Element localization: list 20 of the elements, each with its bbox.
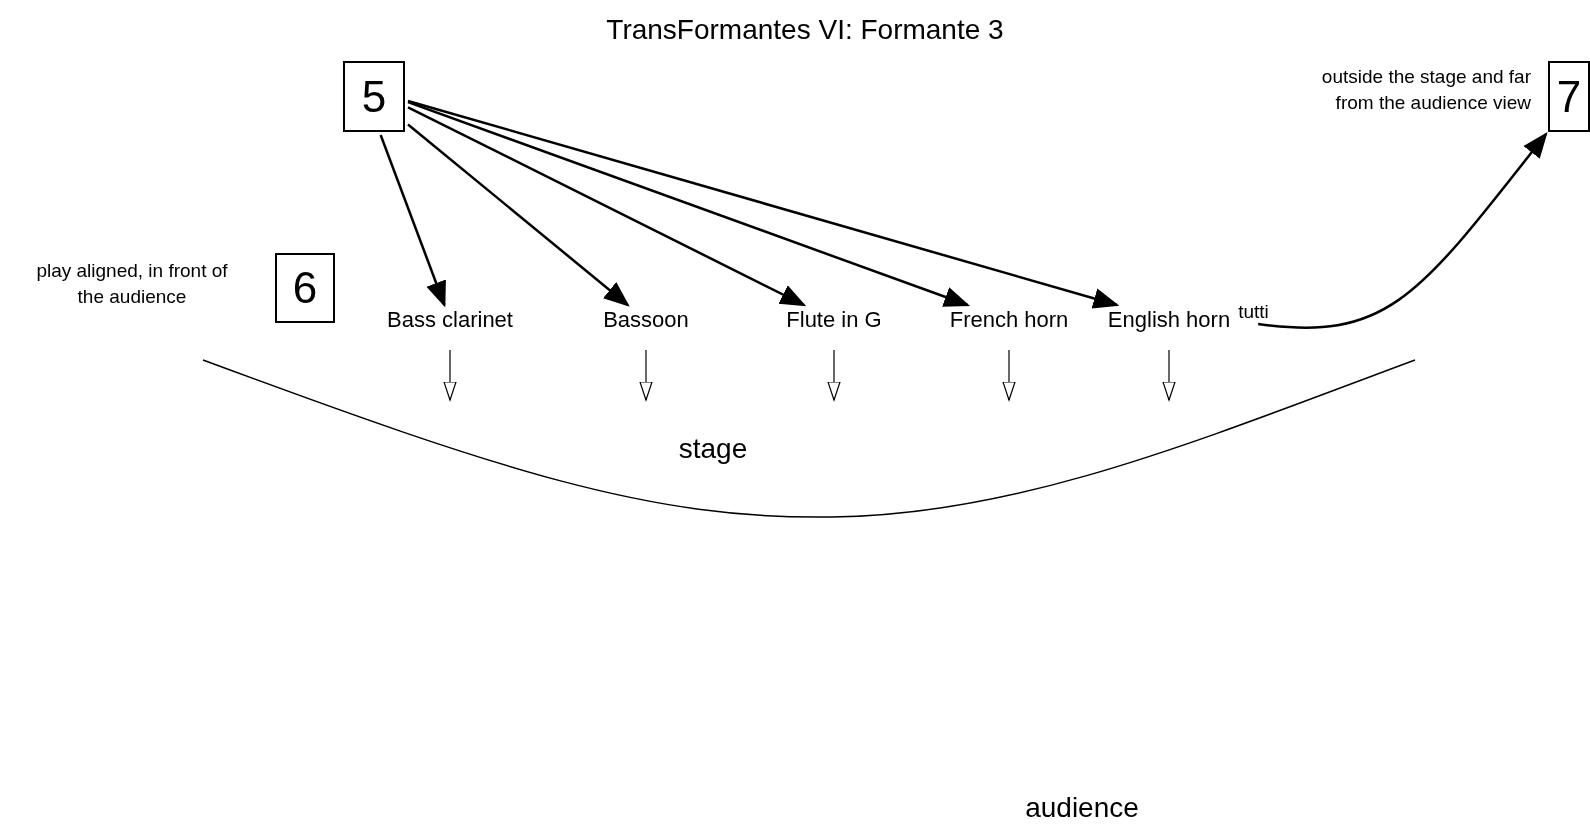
arrow bbox=[407, 99, 1120, 309]
area-label: stage bbox=[678, 433, 748, 465]
area-label: audience bbox=[1025, 792, 1139, 824]
numbered-box: 6 bbox=[275, 253, 335, 323]
arrow bbox=[407, 123, 630, 307]
arrow bbox=[379, 134, 446, 308]
arrow bbox=[1258, 131, 1548, 329]
note-text: play aligned, in front of the audience bbox=[35, 259, 229, 309]
numbered-box: 5 bbox=[343, 61, 405, 132]
instrument-label: Flute in G bbox=[786, 307, 882, 333]
instrument-label: Bassoon bbox=[603, 307, 689, 333]
instrument-label: English horn bbox=[1107, 307, 1231, 333]
arrow bbox=[407, 106, 807, 307]
edge-label: tutti bbox=[1238, 301, 1269, 323]
numbered-box: 7 bbox=[1548, 61, 1590, 132]
title: TransFormantes VI: Formante 3 bbox=[605, 14, 1005, 46]
note-text: outside the stage and far from the audience view bbox=[1320, 65, 1531, 115]
arrow bbox=[407, 100, 971, 307]
instrument-label: French horn bbox=[949, 307, 1069, 333]
instrument-label: Bass clarinet bbox=[387, 307, 513, 333]
